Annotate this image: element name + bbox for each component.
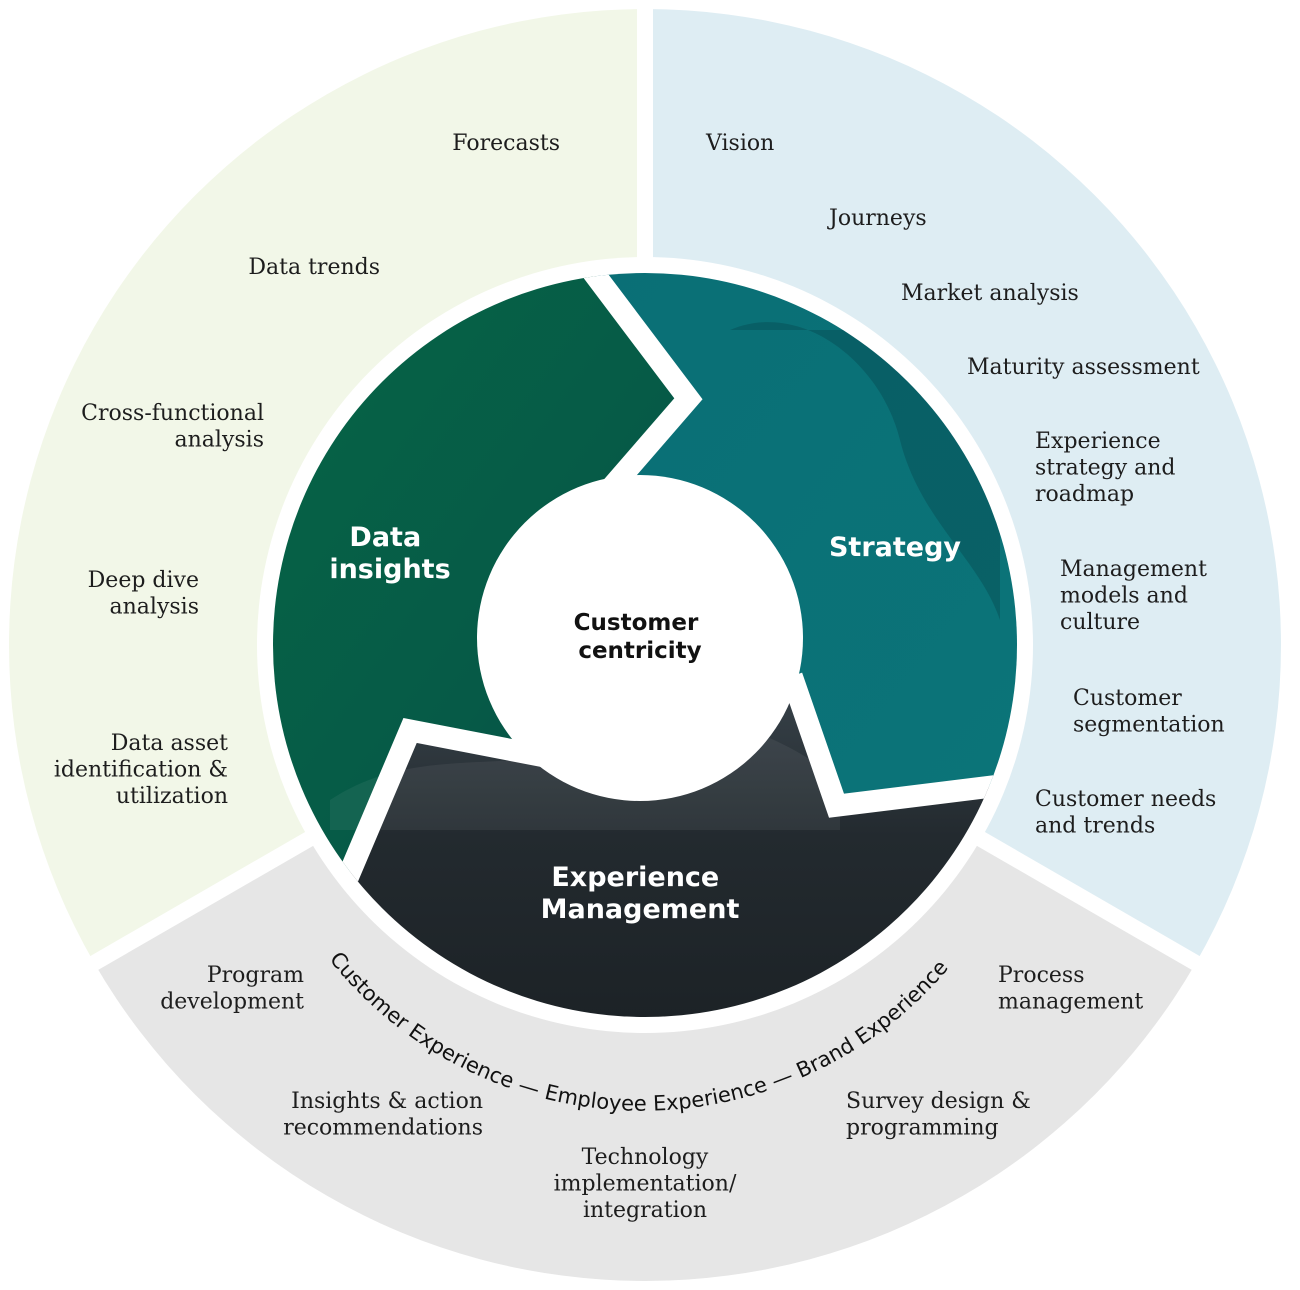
service-item-line: Insights & action [291,1089,483,1114]
service-item-line: culture [1060,610,1140,635]
service-item-line: Survey design & [846,1089,1031,1114]
service-item-line: analysis [110,595,199,620]
service-item-line: management [998,990,1143,1015]
experience-management-title: Experience Management [541,862,740,925]
center-title-line-2: centricity [578,638,701,664]
center-title-line-1: Customer [574,610,699,636]
service-item-line: recommendations [283,1116,483,1141]
service-item-line: utilization [116,784,228,809]
center-title: Customer centricity [574,610,707,664]
strategy-title: Strategy [829,532,961,563]
inner-divider [781,672,996,818]
service-item: Maturity assessment [967,355,1200,380]
service-item-line: Process [998,963,1085,988]
experience-management-title-line-1: Experience [551,862,719,893]
service-item: Forecasts [452,131,560,156]
service-item-line: Maturity assessment [967,355,1200,380]
service-item-line: integration [583,1198,707,1223]
data-insights-title: Data insights [329,522,450,585]
service-item-line: Journeys [827,206,927,231]
service-item-line: Management [1060,557,1207,582]
service-item-line: Data trends [248,255,380,280]
inner-divider [337,718,547,882]
service-item-line: development [160,990,304,1015]
service-item-line: segmentation [1073,713,1225,738]
service-item-line: Deep dive [88,568,199,593]
service-item-line: and trends [1035,814,1155,839]
service-item-line: Data asset [111,731,228,756]
service-item-line: identification & [54,758,228,783]
strategy-title-line-1: Strategy [829,532,961,563]
inner-divider [583,273,703,510]
data-insights-title-line-1: Data [349,522,421,553]
service-item-line: Cross-functional [81,401,264,426]
service-item-line: Experience [1035,429,1161,454]
service-item-line: Customer needs [1035,787,1216,812]
service-item-line: Customer [1073,686,1182,711]
service-item: Vision [705,131,774,156]
service-item: Survey design &programming [846,1089,1031,1141]
service-item-line: analysis [175,428,264,453]
center-circle [477,475,803,801]
experience-management-title-line-2: Management [541,894,740,925]
service-item: Data trends [248,255,380,280]
inner-segment-experience-management[interactable] [347,645,995,1027]
service-item-line: strategy and [1035,456,1176,481]
service-item-line: Forecasts [452,131,560,156]
service-item: Market analysis [901,281,1079,306]
service-item-line: programming [846,1116,999,1141]
service-item: Journeys [827,206,927,231]
service-item-line: implementation/ [554,1172,737,1197]
service-item-line: Vision [705,131,774,156]
service-item-line: roadmap [1035,482,1134,507]
service-item-line: models and [1060,584,1188,609]
service-item-line: Program [207,963,304,988]
service-item-line: Market analysis [901,281,1079,306]
inner-segment-data-insights[interactable] [264,272,689,878]
service-item-line: Technology [582,1145,709,1170]
data-insights-title-line-2: insights [329,554,450,585]
